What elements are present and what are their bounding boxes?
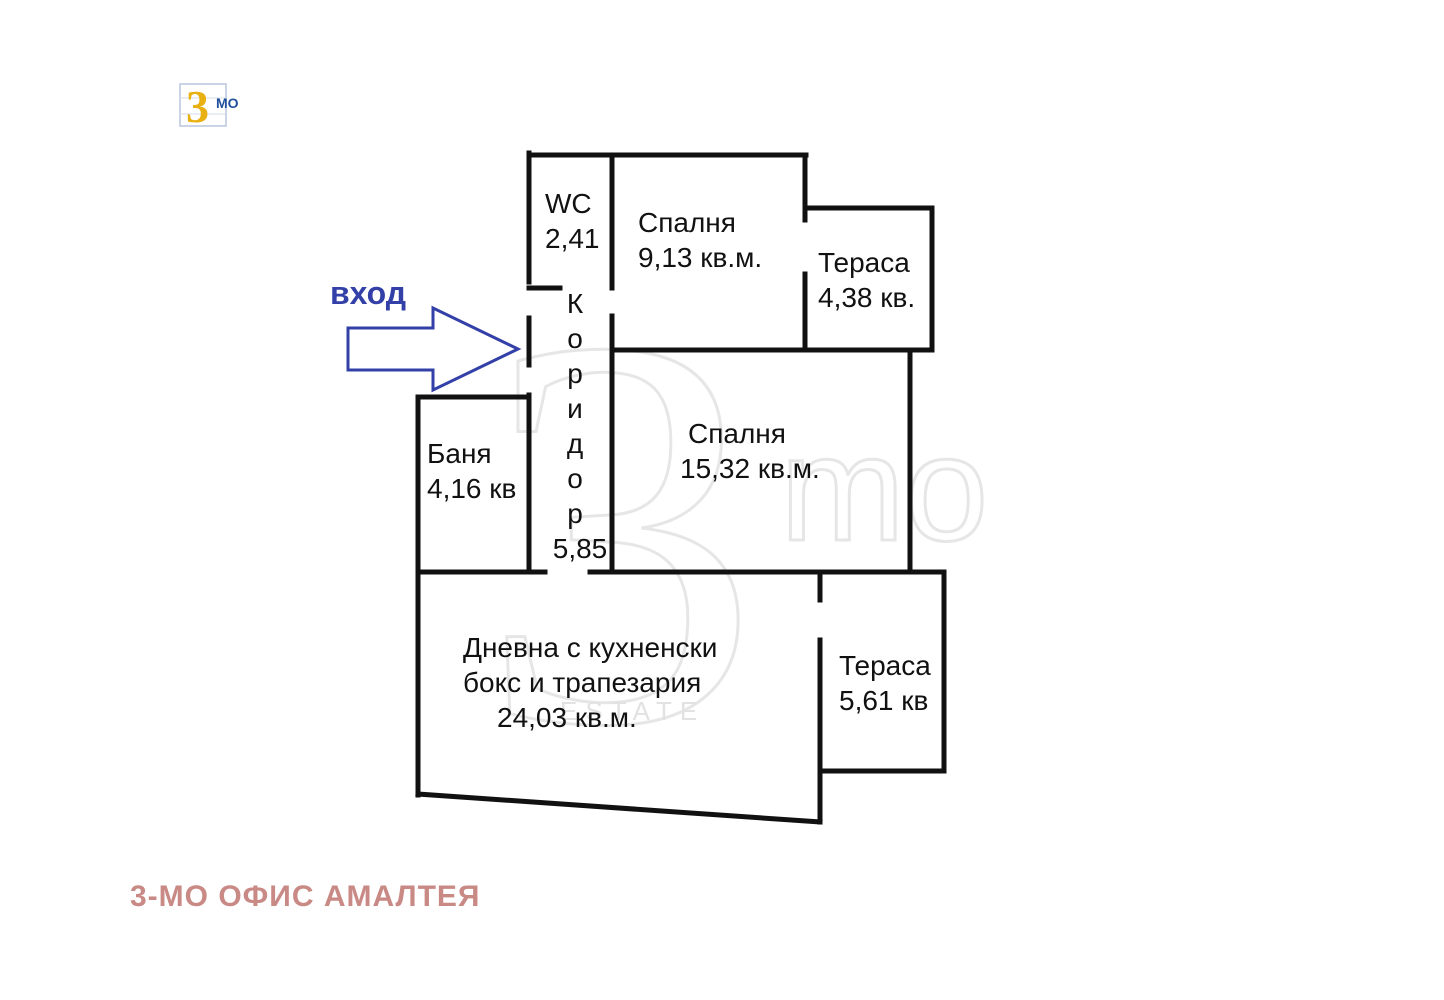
- room-bedroom-small: Спалня 9,13 кв.м.: [638, 207, 762, 273]
- corridor-letter: р: [567, 358, 583, 389]
- bedroom-large-name: Спалня: [688, 418, 786, 449]
- living-line2: бокс и трапезария: [463, 667, 701, 698]
- room-corridor: К о р и д о р 5,85: [553, 288, 608, 564]
- corridor-letter: д: [567, 428, 583, 459]
- corridor-area: 5,85: [553, 533, 608, 564]
- watermark-suffix: mo: [780, 404, 988, 572]
- watermark-sub: ESTATE: [560, 696, 705, 726]
- corridor-letter: К: [567, 288, 584, 319]
- arrow-right-icon: [346, 305, 522, 393]
- room-terrace-bottom: Тераса 5,61 кв: [839, 650, 931, 716]
- terrace-bottom-area: 5,61 кв: [839, 685, 928, 716]
- terrace-top-name: Тераса: [818, 247, 910, 278]
- entrance-label: вход: [330, 275, 406, 311]
- living-line1: Дневна с кухненски: [463, 632, 717, 663]
- watermark-digit: 3: [480, 222, 760, 842]
- terrace-top-area: 4,38 кв.: [818, 282, 915, 313]
- logo: 3 MO: [179, 81, 239, 132]
- corridor-letter: о: [567, 463, 583, 494]
- logo-suffix: MO: [216, 95, 239, 111]
- room-bathroom: Баня 4,16 кв: [427, 438, 516, 504]
- wc-name: WC: [545, 188, 592, 219]
- room-terrace-top: Тераса 4,38 кв.: [818, 247, 915, 313]
- terrace-bottom-name: Тераса: [839, 650, 931, 681]
- bedroom-small-area: 9,13 кв.м.: [638, 242, 762, 273]
- logo-digit: 3: [186, 81, 209, 132]
- watermark: 3 mo ESTATE: [479, 221, 990, 844]
- bathroom-area: 4,16 кв: [427, 473, 516, 504]
- bedroom-large-area: 15,32 кв.м.: [680, 453, 820, 484]
- walls: [415, 150, 947, 825]
- bathroom-name: Баня: [427, 438, 492, 469]
- office-name: 3-МО ОФИС АМАЛТЕЯ: [130, 880, 481, 913]
- wc-area: 2,41: [545, 223, 600, 254]
- corridor-letter: р: [567, 498, 583, 529]
- corridor-letter: о: [567, 323, 583, 354]
- entrance-arrow: вход: [330, 275, 522, 393]
- living-area: 24,03 кв.м.: [497, 702, 637, 733]
- room-wc: WC 2,41: [545, 188, 600, 254]
- corridor-letter: и: [567, 393, 583, 424]
- room-bedroom-large: Спалня 15,32 кв.м.: [680, 418, 820, 484]
- room-living: Дневна с кухненски бокс и трапезария 24,…: [463, 632, 717, 733]
- bedroom-small-name: Спалня: [638, 207, 736, 238]
